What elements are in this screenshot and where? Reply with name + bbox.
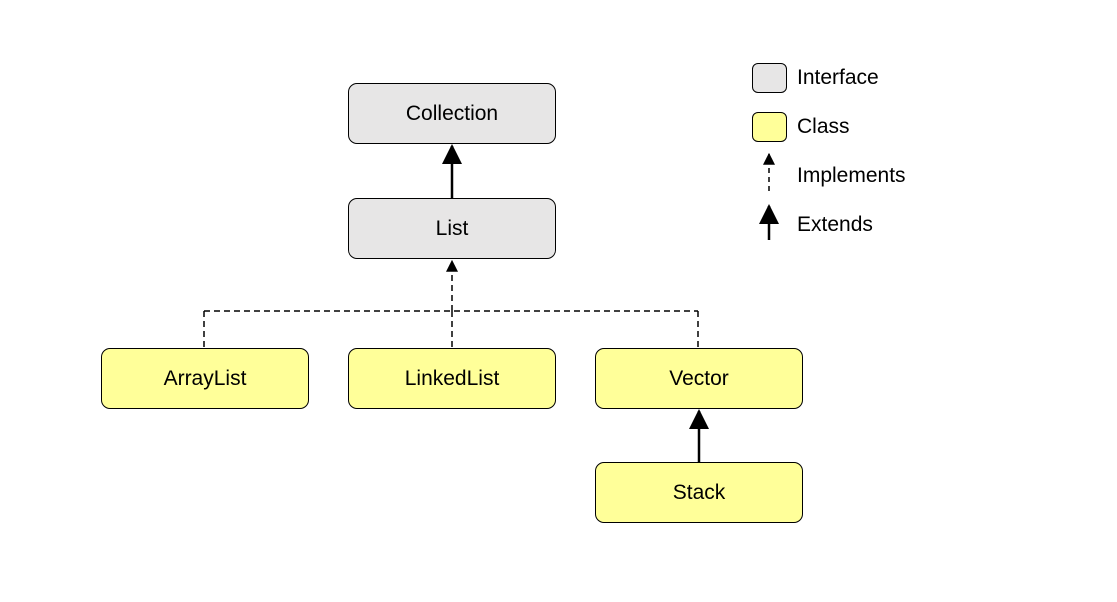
node-collection: Collection: [348, 83, 556, 144]
legend-class-label: Class: [797, 115, 850, 138]
node-arraylist-label: ArrayList: [163, 366, 247, 390]
node-vector-label: Vector: [669, 366, 729, 390]
node-linkedlist: LinkedList: [348, 348, 556, 409]
legend-class-swatch: [752, 112, 787, 142]
node-arraylist: ArrayList: [101, 348, 309, 409]
node-stack-label: Stack: [672, 480, 726, 504]
node-collection-label: Collection: [405, 101, 499, 125]
legend-extends-label: Extends: [797, 213, 873, 236]
node-linkedlist-label: LinkedList: [404, 366, 500, 390]
node-list-label: List: [435, 216, 469, 240]
legend-interface-label: Interface: [797, 66, 879, 89]
legend-implements-label: Implements: [797, 164, 906, 187]
node-vector: Vector: [595, 348, 803, 409]
legend-interface-swatch: [752, 63, 787, 93]
node-list: List: [348, 198, 556, 259]
node-stack: Stack: [595, 462, 803, 523]
